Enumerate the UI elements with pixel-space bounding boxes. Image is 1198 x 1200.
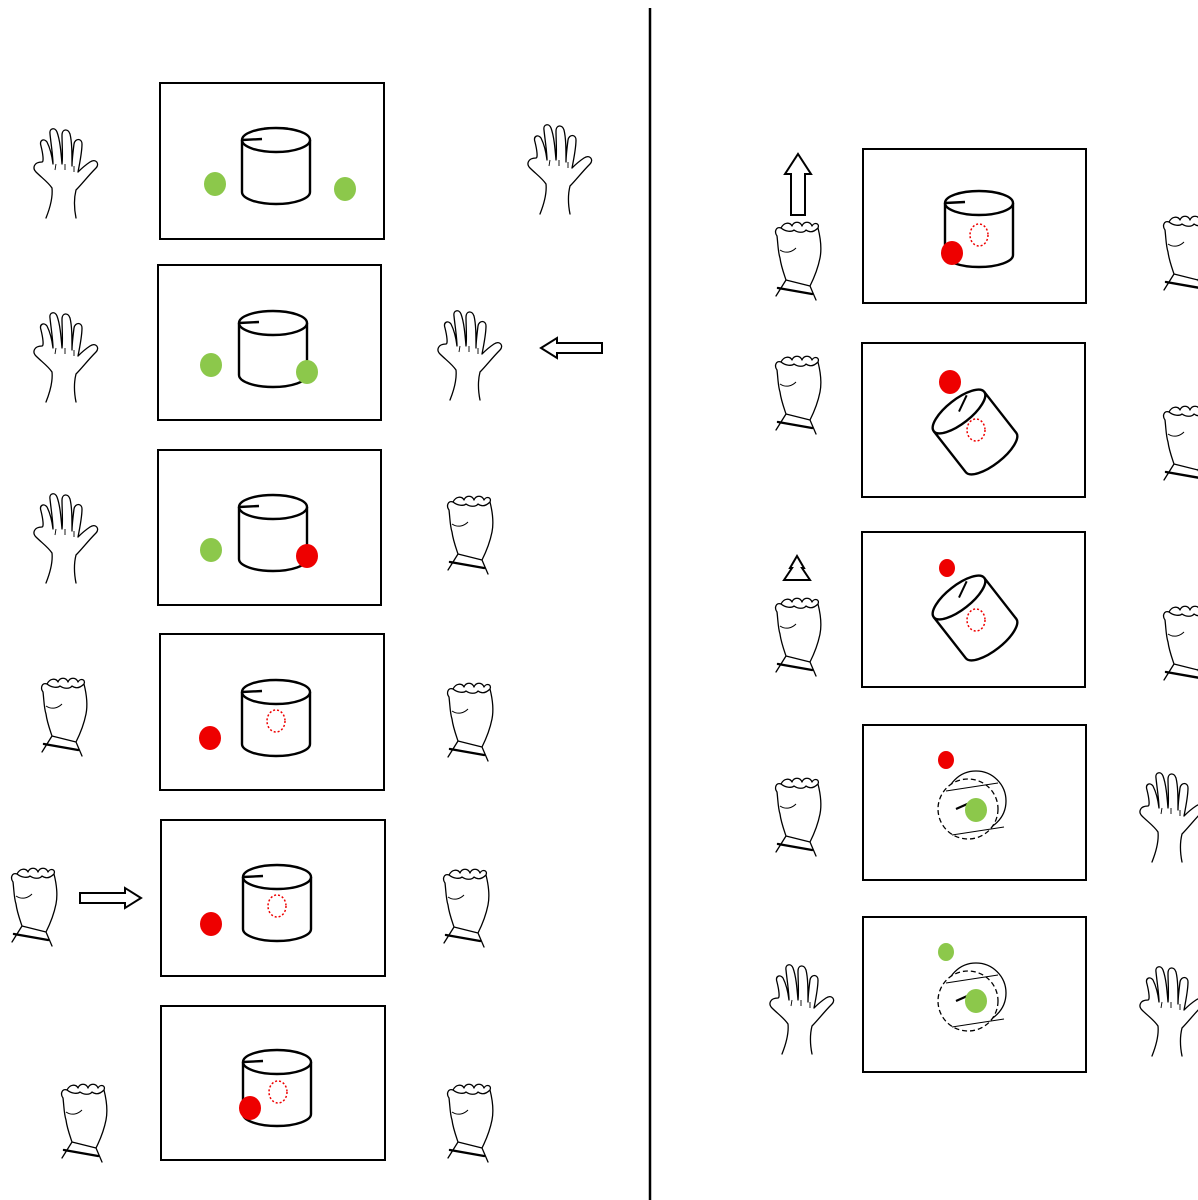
red-marker — [938, 751, 954, 769]
arrow-up-icon — [782, 554, 812, 581]
cylinder-icon — [241, 863, 313, 943]
red-marker — [941, 241, 963, 265]
green-marker — [296, 360, 318, 384]
right-step-3 — [774, 531, 1198, 688]
left-step-4 — [40, 633, 495, 791]
closed-fist-icon — [60, 1083, 109, 1164]
left-step-5 — [10, 819, 491, 977]
right-step-5 — [769, 916, 1198, 1073]
right-step-1 — [774, 148, 1198, 304]
right-step-2 — [774, 342, 1198, 498]
open-hand-icon — [1139, 966, 1198, 1057]
open-hand-icon — [33, 312, 99, 403]
closed-fist-icon — [774, 355, 823, 436]
open-hand-icon — [1139, 772, 1198, 863]
closed-fist-icon — [774, 221, 823, 302]
red-marker — [199, 726, 221, 750]
grasp-slot-marker — [966, 418, 986, 442]
grasp-slot-marker — [969, 223, 989, 247]
closed-fist-icon — [446, 495, 495, 576]
cylinder-icon — [240, 678, 312, 758]
arrow-right-icon — [79, 886, 143, 910]
open-hand-icon — [33, 493, 99, 584]
open-hand-icon — [33, 128, 99, 219]
closed-fist-icon — [40, 677, 89, 758]
red-marker — [939, 559, 955, 577]
closed-fist-icon — [1162, 605, 1198, 686]
red-marker — [239, 1096, 261, 1120]
closed-fist-icon — [446, 682, 495, 763]
grasp-slot-marker — [966, 608, 986, 632]
open-hand-icon — [769, 964, 835, 1055]
red-marker — [939, 370, 961, 394]
green-marker — [965, 798, 987, 822]
green-marker — [938, 943, 954, 961]
closed-fist-icon — [446, 1083, 495, 1164]
closed-fist-icon — [774, 597, 823, 678]
right-step-4 — [774, 724, 1198, 881]
green-marker — [200, 538, 222, 562]
closed-fist-icon — [442, 868, 491, 949]
red-marker — [200, 912, 222, 936]
green-marker — [334, 177, 356, 201]
arrow-up-icon — [783, 152, 813, 216]
left-step-6 — [60, 1005, 495, 1164]
closed-fist-icon — [774, 777, 823, 858]
closed-fist-icon — [10, 867, 59, 948]
left-step-1 — [33, 82, 593, 240]
cylinder-icon — [240, 126, 312, 206]
left-step-2 — [33, 264, 603, 421]
closed-fist-icon — [1162, 405, 1198, 486]
red-marker — [296, 544, 318, 568]
open-hand-icon — [437, 310, 503, 401]
green-marker — [204, 172, 226, 196]
grasp-slot-marker — [268, 1080, 288, 1104]
grasp-slot-marker — [267, 894, 287, 918]
closed-fist-icon — [1162, 215, 1198, 296]
green-marker — [200, 353, 222, 377]
grasp-slot-marker — [266, 709, 286, 733]
left-step-3 — [33, 449, 495, 606]
green-marker — [965, 989, 987, 1013]
arrow-left-icon — [539, 336, 603, 360]
open-hand-icon — [527, 124, 593, 215]
